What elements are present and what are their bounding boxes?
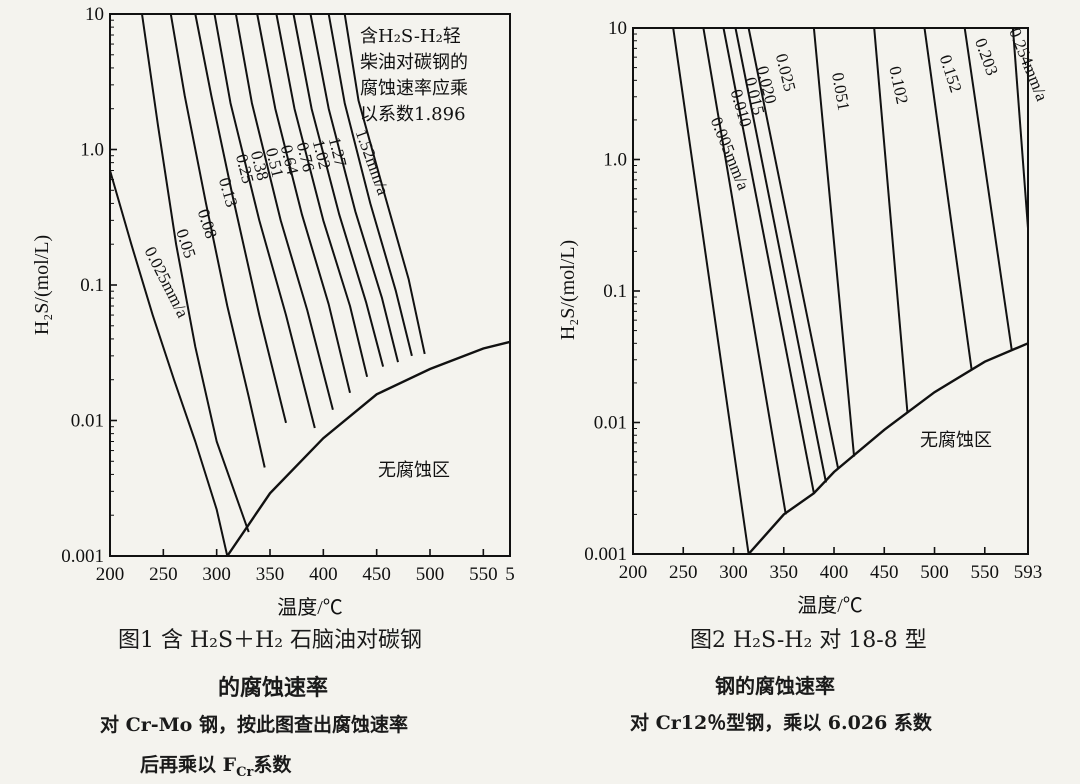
x-tick-label: 500 bbox=[416, 564, 445, 585]
x-tick-label: 593 bbox=[1014, 562, 1043, 583]
y-axis-label: H₂S/(mol/L) bbox=[31, 235, 53, 335]
chart-note-line: 柴油对碳钢的 bbox=[360, 52, 468, 73]
chart-note-line: 含H₂S-H₂轻 bbox=[360, 26, 461, 47]
series-line bbox=[722, 27, 815, 494]
series-line bbox=[109, 170, 229, 557]
series-line bbox=[734, 27, 827, 483]
x-tick-label: 450 bbox=[362, 564, 391, 585]
x-tick-label: 5 bbox=[505, 564, 515, 585]
series-line bbox=[1011, 27, 1029, 229]
series-line bbox=[309, 13, 399, 363]
series-line bbox=[327, 13, 413, 357]
series-line bbox=[812, 27, 856, 457]
caption-text: 后再乘以 F bbox=[140, 754, 237, 776]
x-tick-label: 200 bbox=[96, 564, 125, 585]
y-axis-label: H₂S/(mol/L) bbox=[557, 240, 579, 340]
no-corrosion-boundary bbox=[226, 340, 511, 557]
x-tick-label: 550 bbox=[469, 564, 498, 585]
x-tick-label: 300 bbox=[202, 564, 231, 585]
y-tick-label: 1.0 bbox=[80, 140, 104, 161]
y-tick-label: 0.01 bbox=[594, 413, 627, 434]
chart-note-line: 腐蚀速率应乘 bbox=[360, 78, 468, 99]
series-line bbox=[169, 13, 266, 468]
series-label: 1.52mm/a bbox=[352, 127, 393, 198]
x-tick-label: 450 bbox=[870, 562, 899, 583]
x-axis-label: 温度/℃ bbox=[277, 596, 343, 619]
series-line bbox=[256, 13, 351, 394]
series-line bbox=[343, 13, 426, 355]
y-tick-label: 0.1 bbox=[80, 275, 104, 296]
series-label: 0.05 bbox=[172, 226, 199, 260]
series-label: 0.152 bbox=[936, 53, 966, 95]
y-tick-label: 10 bbox=[608, 18, 627, 39]
y-tick-label: 0.1 bbox=[603, 281, 627, 302]
series-line bbox=[141, 13, 250, 533]
no-corrosion-zone-label: 无腐蚀区 bbox=[378, 460, 450, 481]
no-corrosion-boundary bbox=[747, 342, 1029, 555]
x-tick-label: 250 bbox=[149, 564, 178, 585]
figure-2-caption-line1: 图2 H₂S-H₂ 对 18-8 型 bbox=[690, 628, 927, 653]
caption-subscript: Cr bbox=[236, 764, 254, 780]
series-line bbox=[292, 13, 385, 367]
x-tick-label: 350 bbox=[256, 564, 285, 585]
figure-1-caption-line2: 的腐蚀速率 bbox=[218, 675, 329, 701]
x-axis-label: 温度/℃ bbox=[797, 594, 863, 617]
series-line bbox=[234, 13, 334, 411]
series-line bbox=[194, 13, 287, 424]
x-tick-label: 400 bbox=[309, 564, 338, 585]
figure-2-caption-line2: 钢的腐蚀速率 bbox=[715, 674, 835, 698]
series-label: 0.08 bbox=[194, 207, 221, 241]
x-tick-label: 400 bbox=[820, 562, 849, 583]
series-line bbox=[672, 27, 750, 555]
no-corrosion-zone-label: 无腐蚀区 bbox=[920, 430, 992, 451]
x-tick-label: 350 bbox=[770, 562, 799, 583]
chart-note-line: 以系数1.896 bbox=[360, 104, 466, 125]
x-tick-label: 250 bbox=[669, 562, 698, 583]
series-line bbox=[702, 27, 787, 515]
figure-2-caption-line3: 对 Cr12％型钢，乘以 6.026 系数 bbox=[630, 712, 932, 734]
series-line bbox=[275, 13, 369, 378]
y-tick-label: 0.001 bbox=[61, 546, 104, 567]
figure-1-caption-line1: 图1 含 H₂S＋H₂ 石脑油对碳钢 bbox=[118, 628, 423, 653]
series-label: 0.13 bbox=[215, 175, 241, 209]
series-label: 0.102 bbox=[885, 64, 912, 105]
y-tick-label: 1.0 bbox=[603, 150, 627, 171]
figure-1-caption-line4: 后再乘以 FCr系数 bbox=[140, 750, 291, 780]
figure-1-caption-line3: 对 Cr-Mo 钢，按此图查出腐蚀速率 bbox=[100, 714, 408, 736]
series-label: 0.203 bbox=[971, 36, 1002, 78]
series-line bbox=[873, 27, 909, 413]
y-tick-label: 0.01 bbox=[71, 411, 104, 432]
x-tick-label: 300 bbox=[719, 562, 748, 583]
y-tick-label: 10 bbox=[85, 4, 104, 25]
x-tick-label: 200 bbox=[619, 562, 648, 583]
series-line bbox=[923, 27, 973, 371]
series-line bbox=[213, 13, 316, 429]
y-tick-label: 0.001 bbox=[584, 544, 627, 565]
x-tick-label: 550 bbox=[971, 562, 1000, 583]
series-line bbox=[747, 27, 839, 469]
series-label: 0.051 bbox=[828, 71, 853, 112]
caption-text-end: 系数 bbox=[253, 754, 292, 776]
x-tick-label: 500 bbox=[920, 562, 949, 583]
series-line bbox=[963, 27, 1013, 352]
